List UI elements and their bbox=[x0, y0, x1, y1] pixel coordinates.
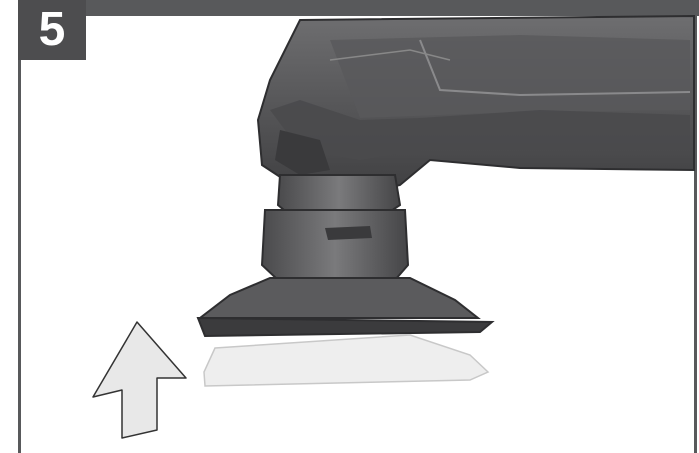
step-number: 5 bbox=[18, 0, 86, 60]
tool-neck bbox=[262, 175, 408, 280]
up-arrow-icon bbox=[93, 322, 186, 438]
sanding-base bbox=[198, 278, 492, 336]
sanding-pad bbox=[204, 335, 488, 386]
tool-body bbox=[258, 16, 694, 195]
